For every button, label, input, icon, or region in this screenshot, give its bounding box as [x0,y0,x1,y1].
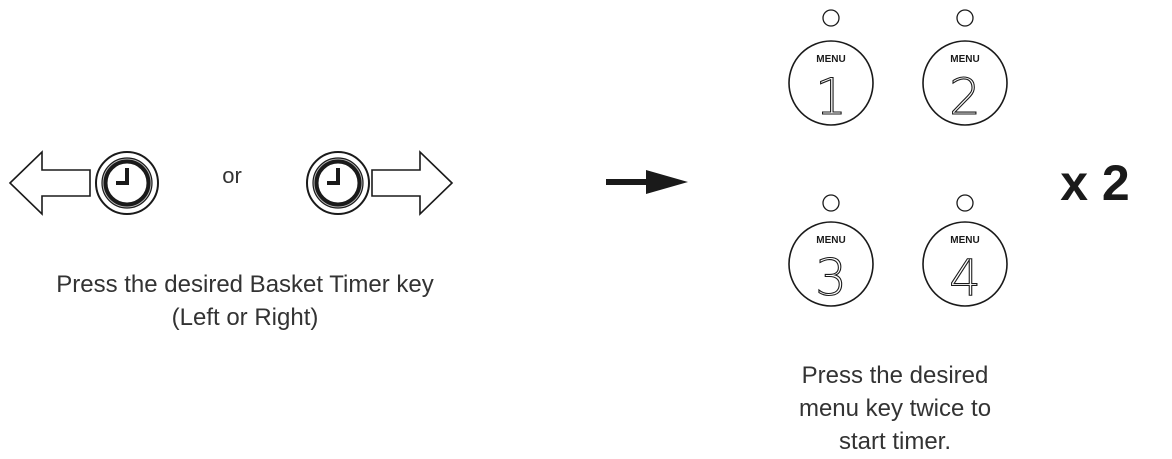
menu-key-1-label: MENU [816,54,845,65]
menu-key-4-number: 4 [949,249,981,307]
menu-key-1-indicator [822,9,840,27]
menu-key-4-label: MENU [950,235,979,246]
menu-key-3-label: MENU [816,235,845,246]
menu-key-2[interactable]: MENU 2 [922,40,1008,127]
menu-key-4[interactable]: MENU 4 [922,221,1008,308]
left-arrow-icon [8,150,91,216]
next-step-arrow-icon [606,170,688,194]
right-caption-line-3: start timer. [839,428,951,455]
right-caption-line-1: Press the desired [802,362,989,389]
menu-key-3-indicator [822,194,840,212]
right-caption-line-2: menu key twice to [799,395,991,422]
left-caption-line-1: Press the desired Basket Timer key [56,271,433,298]
menu-key-3-number: 3 [815,249,847,307]
left-caption-line-2: (Left or Right) [172,304,319,331]
menu-key-3[interactable]: MENU 3 [788,221,874,308]
clock-icon [327,168,340,185]
menu-key-2-indicator [956,9,974,27]
menu-key-1-number: 1 [815,68,847,126]
repeat-count-label: x 2 [1060,155,1130,211]
menu-key-2-label: MENU [950,54,979,65]
or-label: or [222,163,242,188]
right-basket-timer-key[interactable] [306,151,370,215]
clock-icon [116,168,129,185]
menu-key-2-number: 2 [949,68,981,126]
menu-key-4-indicator [956,194,974,212]
menu-key-1[interactable]: MENU 1 [788,40,874,127]
right-arrow-icon [371,150,454,216]
left-basket-timer-key[interactable] [95,151,159,215]
